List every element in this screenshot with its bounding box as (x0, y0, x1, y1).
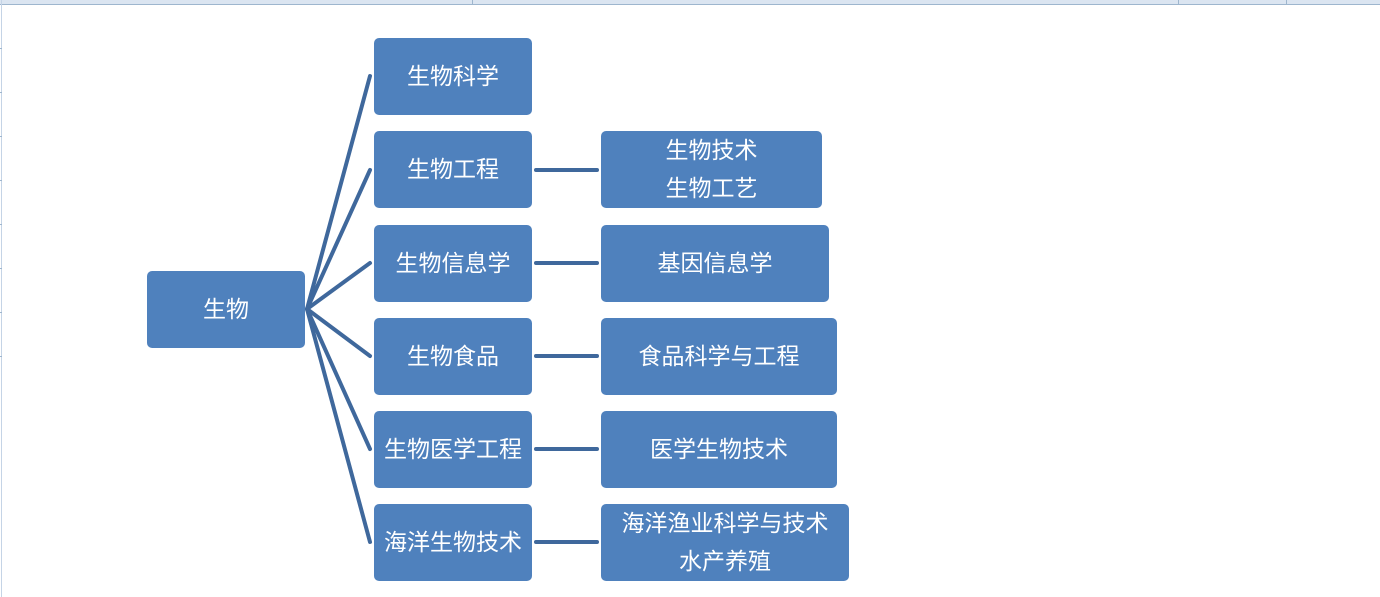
branch-node-label: 生物食品 (407, 343, 499, 370)
branch-node-label: 海洋生物技术 (384, 529, 522, 556)
connector-root-to-branch (305, 307, 372, 451)
branch-node: 生物食品 (374, 318, 532, 395)
detail-node-label: 食品科学与工程 (638, 343, 800, 370)
detail-node-label: 医学生物技术 (650, 436, 788, 463)
connector-root-to-branch (305, 168, 372, 311)
detail-node-label: 海洋渔业科学与技术 (621, 510, 829, 537)
branch-node-label: 生物工程 (407, 156, 499, 183)
root-node-label: 生物 (203, 296, 249, 323)
sheet-row-tick (0, 312, 2, 313)
sheet-column-divider (1286, 0, 1287, 5)
sheet-row-tick (0, 48, 2, 49)
detail-node-label: 生物工艺 (665, 175, 758, 202)
connector-root-to-branch (305, 307, 372, 544)
detail-node-label: 生物技术 (665, 137, 758, 164)
detail-node: 医学生物技术 (601, 411, 837, 488)
sheet-left-border (1, 0, 2, 597)
detail-node: 海洋渔业科学与技术 水产养殖 (601, 504, 849, 581)
sheet-row-tick (0, 92, 2, 93)
connector-root-to-branch (305, 74, 372, 311)
sheet-row-tick (0, 268, 2, 269)
sheet-row-tick (0, 224, 2, 225)
detail-node: 生物技术 生物工艺 (601, 131, 822, 208)
branch-node: 生物医学工程 (374, 411, 532, 488)
sheet-header-strip (0, 0, 1380, 5)
detail-node: 基因信息学 (601, 225, 829, 302)
sheet-row-tick (0, 356, 2, 357)
sheet-row-tick (0, 136, 2, 137)
sheet-column-divider (1178, 0, 1179, 5)
detail-node-label: 水产养殖 (679, 548, 771, 575)
sheet-row-tick (0, 180, 2, 181)
branch-node: 生物科学 (374, 38, 532, 115)
branch-node-label: 生物信息学 (395, 250, 511, 277)
root-node: 生物 (147, 271, 305, 348)
branch-node: 海洋生物技术 (374, 504, 532, 581)
branch-node: 生物信息学 (374, 225, 532, 302)
connector-root-to-branch (305, 307, 372, 358)
detail-node-label: 基因信息学 (657, 250, 773, 277)
connector-root-to-branch (305, 261, 372, 311)
branch-node-label: 生物医学工程 (384, 436, 522, 463)
branch-node-label: 生物科学 (407, 63, 499, 90)
detail-node: 食品科学与工程 (601, 318, 837, 395)
branch-node: 生物工程 (374, 131, 532, 208)
sheet-column-divider (472, 0, 473, 5)
